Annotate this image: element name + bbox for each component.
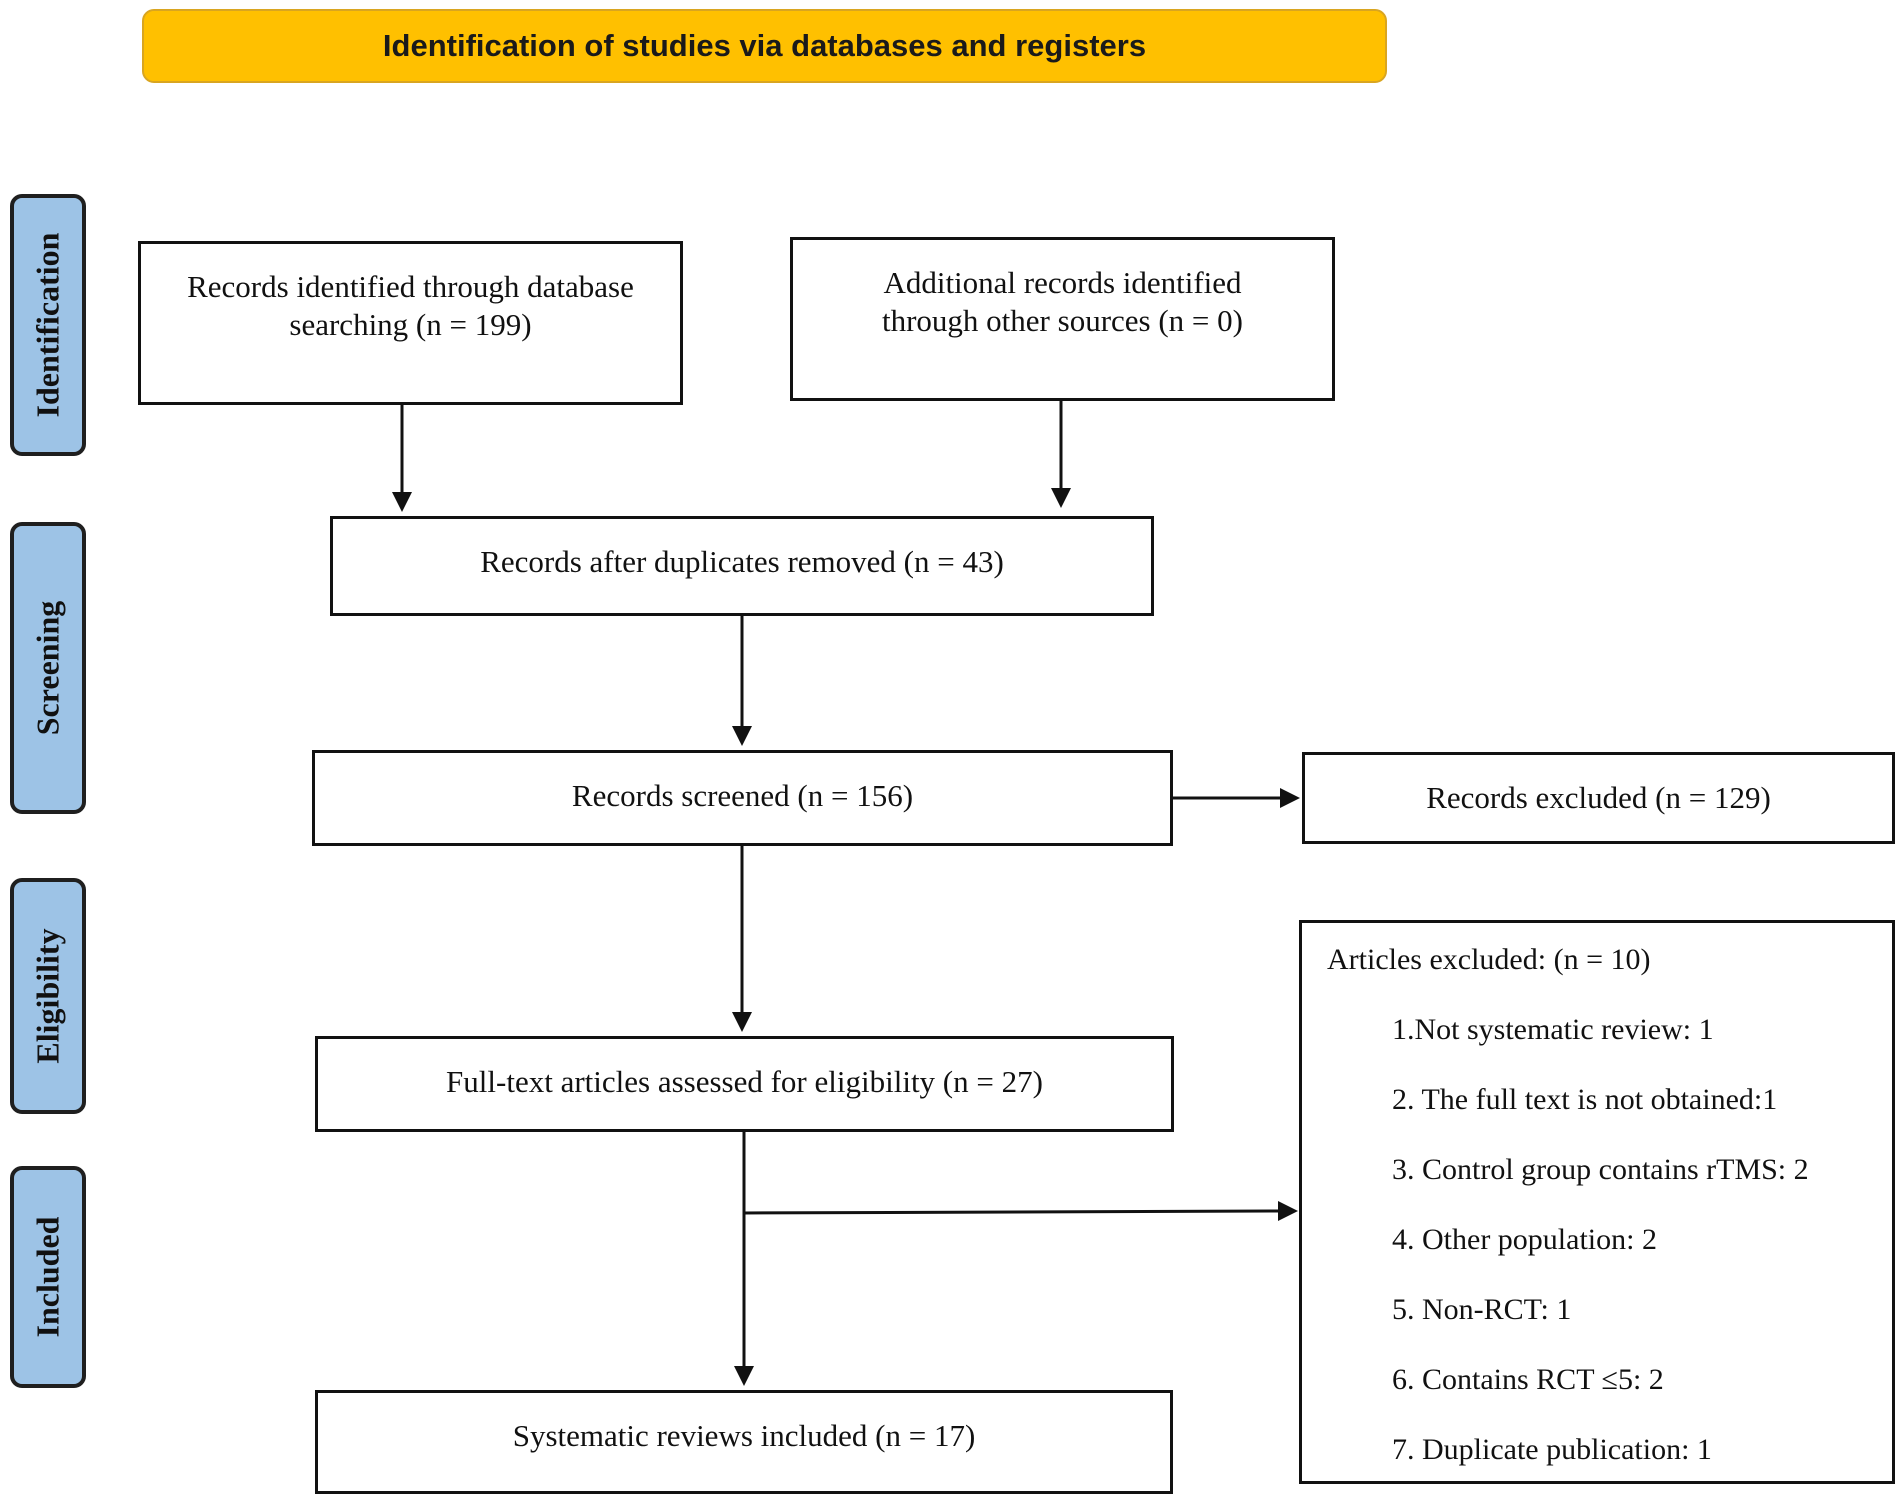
arrowhead-included [734,1366,754,1386]
included-box: Systematic reviews included (n = 17) [315,1390,1173,1494]
arrow-fulltext-to-articles-excluded [743,1209,1287,1215]
records-excluded-text: Records excluded (n = 129) [1426,780,1771,815]
records-screened-text: Records screened (n = 156) [571,778,914,813]
stage-screening: Screening [10,522,86,814]
full-text-text: Full-text articles assessed for eligibil… [446,1064,1043,1099]
included-text: Systematic reviews included (n = 17) [512,1418,976,1453]
exclusion-reason-2: 2. The full text is not obtained:1 [1392,1083,1778,1116]
database-search-box: Records identified through database sear… [138,241,683,405]
exclusion-reason-1: 1.Not systematic review: 1 [1392,1013,1714,1046]
header-title: Identification of studies via databases … [382,28,1147,63]
exclusion-reason-4: 4. Other population: 2 [1392,1223,1657,1256]
database-search-line1: Records identified through database [187,269,634,304]
articles-excluded-title: Articles excluded: (n = 10) [1327,943,1651,976]
duplicates-removed-box: Records after duplicates removed (n = 43… [330,516,1154,616]
records-excluded-box: Records excluded (n = 129) [1302,752,1895,844]
other-sources-line2: through other sources (n = 0) [882,303,1243,338]
exclusion-reason-3: 3. Control group contains rTMS: 2 [1392,1153,1809,1186]
stage-included: Included [10,1166,86,1388]
arrowhead-articles-excluded [1278,1201,1298,1221]
full-text-box: Full-text articles assessed for eligibil… [315,1036,1174,1132]
stage-eligibility: Eligibility [10,878,86,1114]
arrowhead-database [392,492,412,512]
database-search-line2: searching (n = 199) [289,307,532,342]
other-sources-line1: Additional records identified [883,265,1242,300]
exclusion-reason-6: 6. Contains RCT ≤5: 2 [1392,1363,1664,1396]
arrowhead-other [1051,488,1071,508]
duplicates-removed-text: Records after duplicates removed (n = 43… [480,544,1004,579]
records-screened-box: Records screened (n = 156) [312,750,1173,846]
arrowhead-duplicates [732,726,752,746]
exclusion-reason-5: 5. Non-RCT: 1 [1392,1293,1572,1326]
arrowhead-excluded [1280,788,1300,808]
articles-excluded-box: Articles excluded: (n = 10) 1.Not system… [1299,920,1895,1484]
stage-identification: Identification [10,194,86,456]
other-sources-box: Additional records identified through ot… [790,237,1335,401]
header-banner: Identification of studies via databases … [142,9,1387,83]
arrowhead-fulltext [732,1012,752,1032]
exclusion-reason-7: 7. Duplicate publication: 1 [1392,1433,1712,1466]
